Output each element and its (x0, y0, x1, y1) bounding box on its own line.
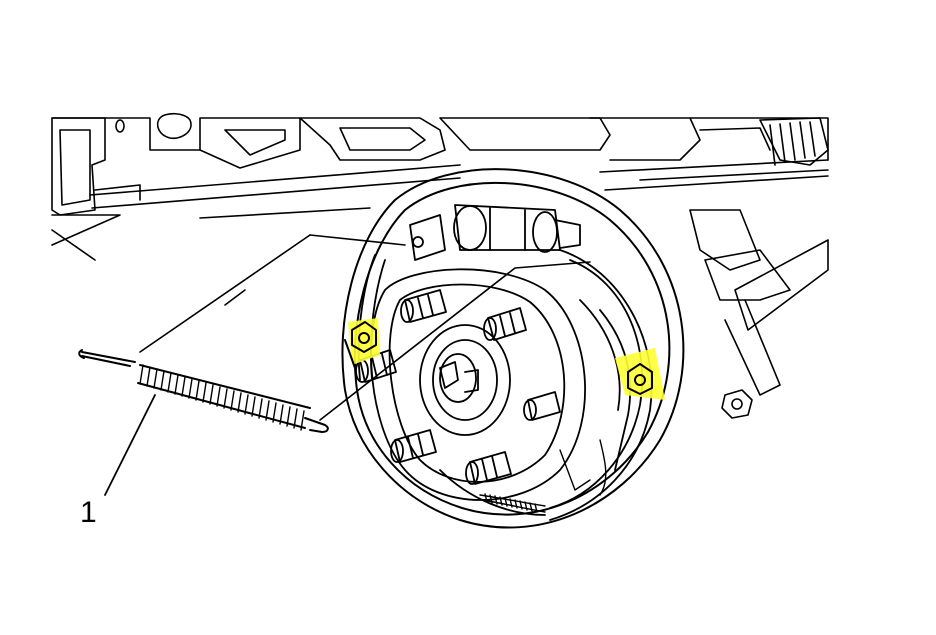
highlighted-fasteners (344, 318, 665, 400)
hub-assembly (370, 268, 586, 501)
left-highlight (348, 318, 380, 365)
callout-number-1: 1 (80, 496, 97, 529)
backing-plate (341, 168, 685, 529)
leader-lines (104, 234, 591, 496)
left-nut-icon (351, 321, 377, 353)
wheel-studs (355, 289, 561, 485)
right-nut-icon (627, 363, 653, 395)
return-spring (78, 349, 329, 433)
axle-tube (89, 159, 829, 219)
lower-adjuster-spring (479, 439, 607, 513)
chassis-frame (51, 112, 829, 419)
wheel-cylinder (409, 204, 581, 261)
